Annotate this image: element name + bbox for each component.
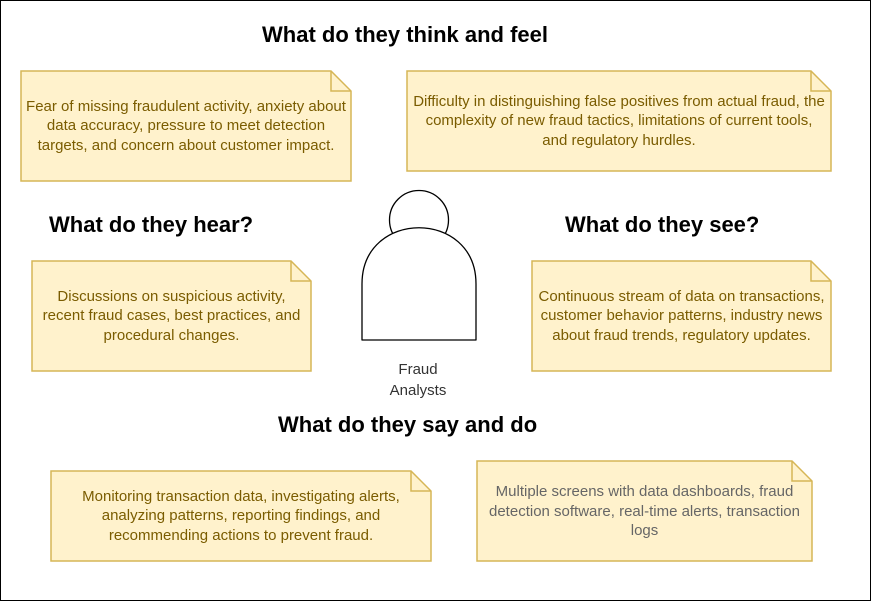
note-shape (20, 70, 352, 182)
heading-say-do: What do they say and do (278, 412, 538, 437)
note-text: Discussions on suspicious activity, rece… (42, 287, 301, 344)
actor-label-line-1: Fraud (398, 361, 438, 378)
note-shape (476, 460, 813, 562)
note-say-do-right[interactable]: Multiple screens with data dashboards, f… (476, 460, 813, 562)
heading-think-feel: What do they think and feel (262, 22, 549, 47)
note-shape (50, 470, 432, 562)
actor-label: Fraud Analysts (361, 359, 475, 401)
actor-label-line-2: Analysts (389, 382, 447, 399)
person-icon[interactable] (360, 189, 478, 343)
note-shape (406, 70, 832, 172)
note-hear[interactable]: Discussions on suspicious activity, rece… (31, 260, 312, 372)
note-think-feel-right[interactable]: Difficulty in distinguishing false posit… (406, 70, 832, 172)
note-shape (531, 260, 832, 372)
note-text: Fear of missing fraudulent activity, anx… (26, 97, 346, 154)
note-see[interactable]: Continuous stream of data on transaction… (531, 260, 832, 372)
note-text: Monitoring transaction data, investigati… (82, 487, 400, 544)
note-text: Multiple screens with data dashboards, f… (489, 483, 800, 539)
note-text: Continuous stream of data on transaction… (538, 287, 825, 344)
note-say-do-left[interactable]: Monitoring transaction data, investigati… (50, 470, 432, 562)
heading-hear: What do they hear? (49, 212, 254, 237)
note-think-feel-left[interactable]: Fear of missing fraudulent activity, anx… (20, 70, 352, 182)
heading-see: What do they see? (565, 212, 760, 237)
note-text: Difficulty in distinguishing false posit… (413, 92, 825, 149)
note-shape (31, 260, 312, 372)
